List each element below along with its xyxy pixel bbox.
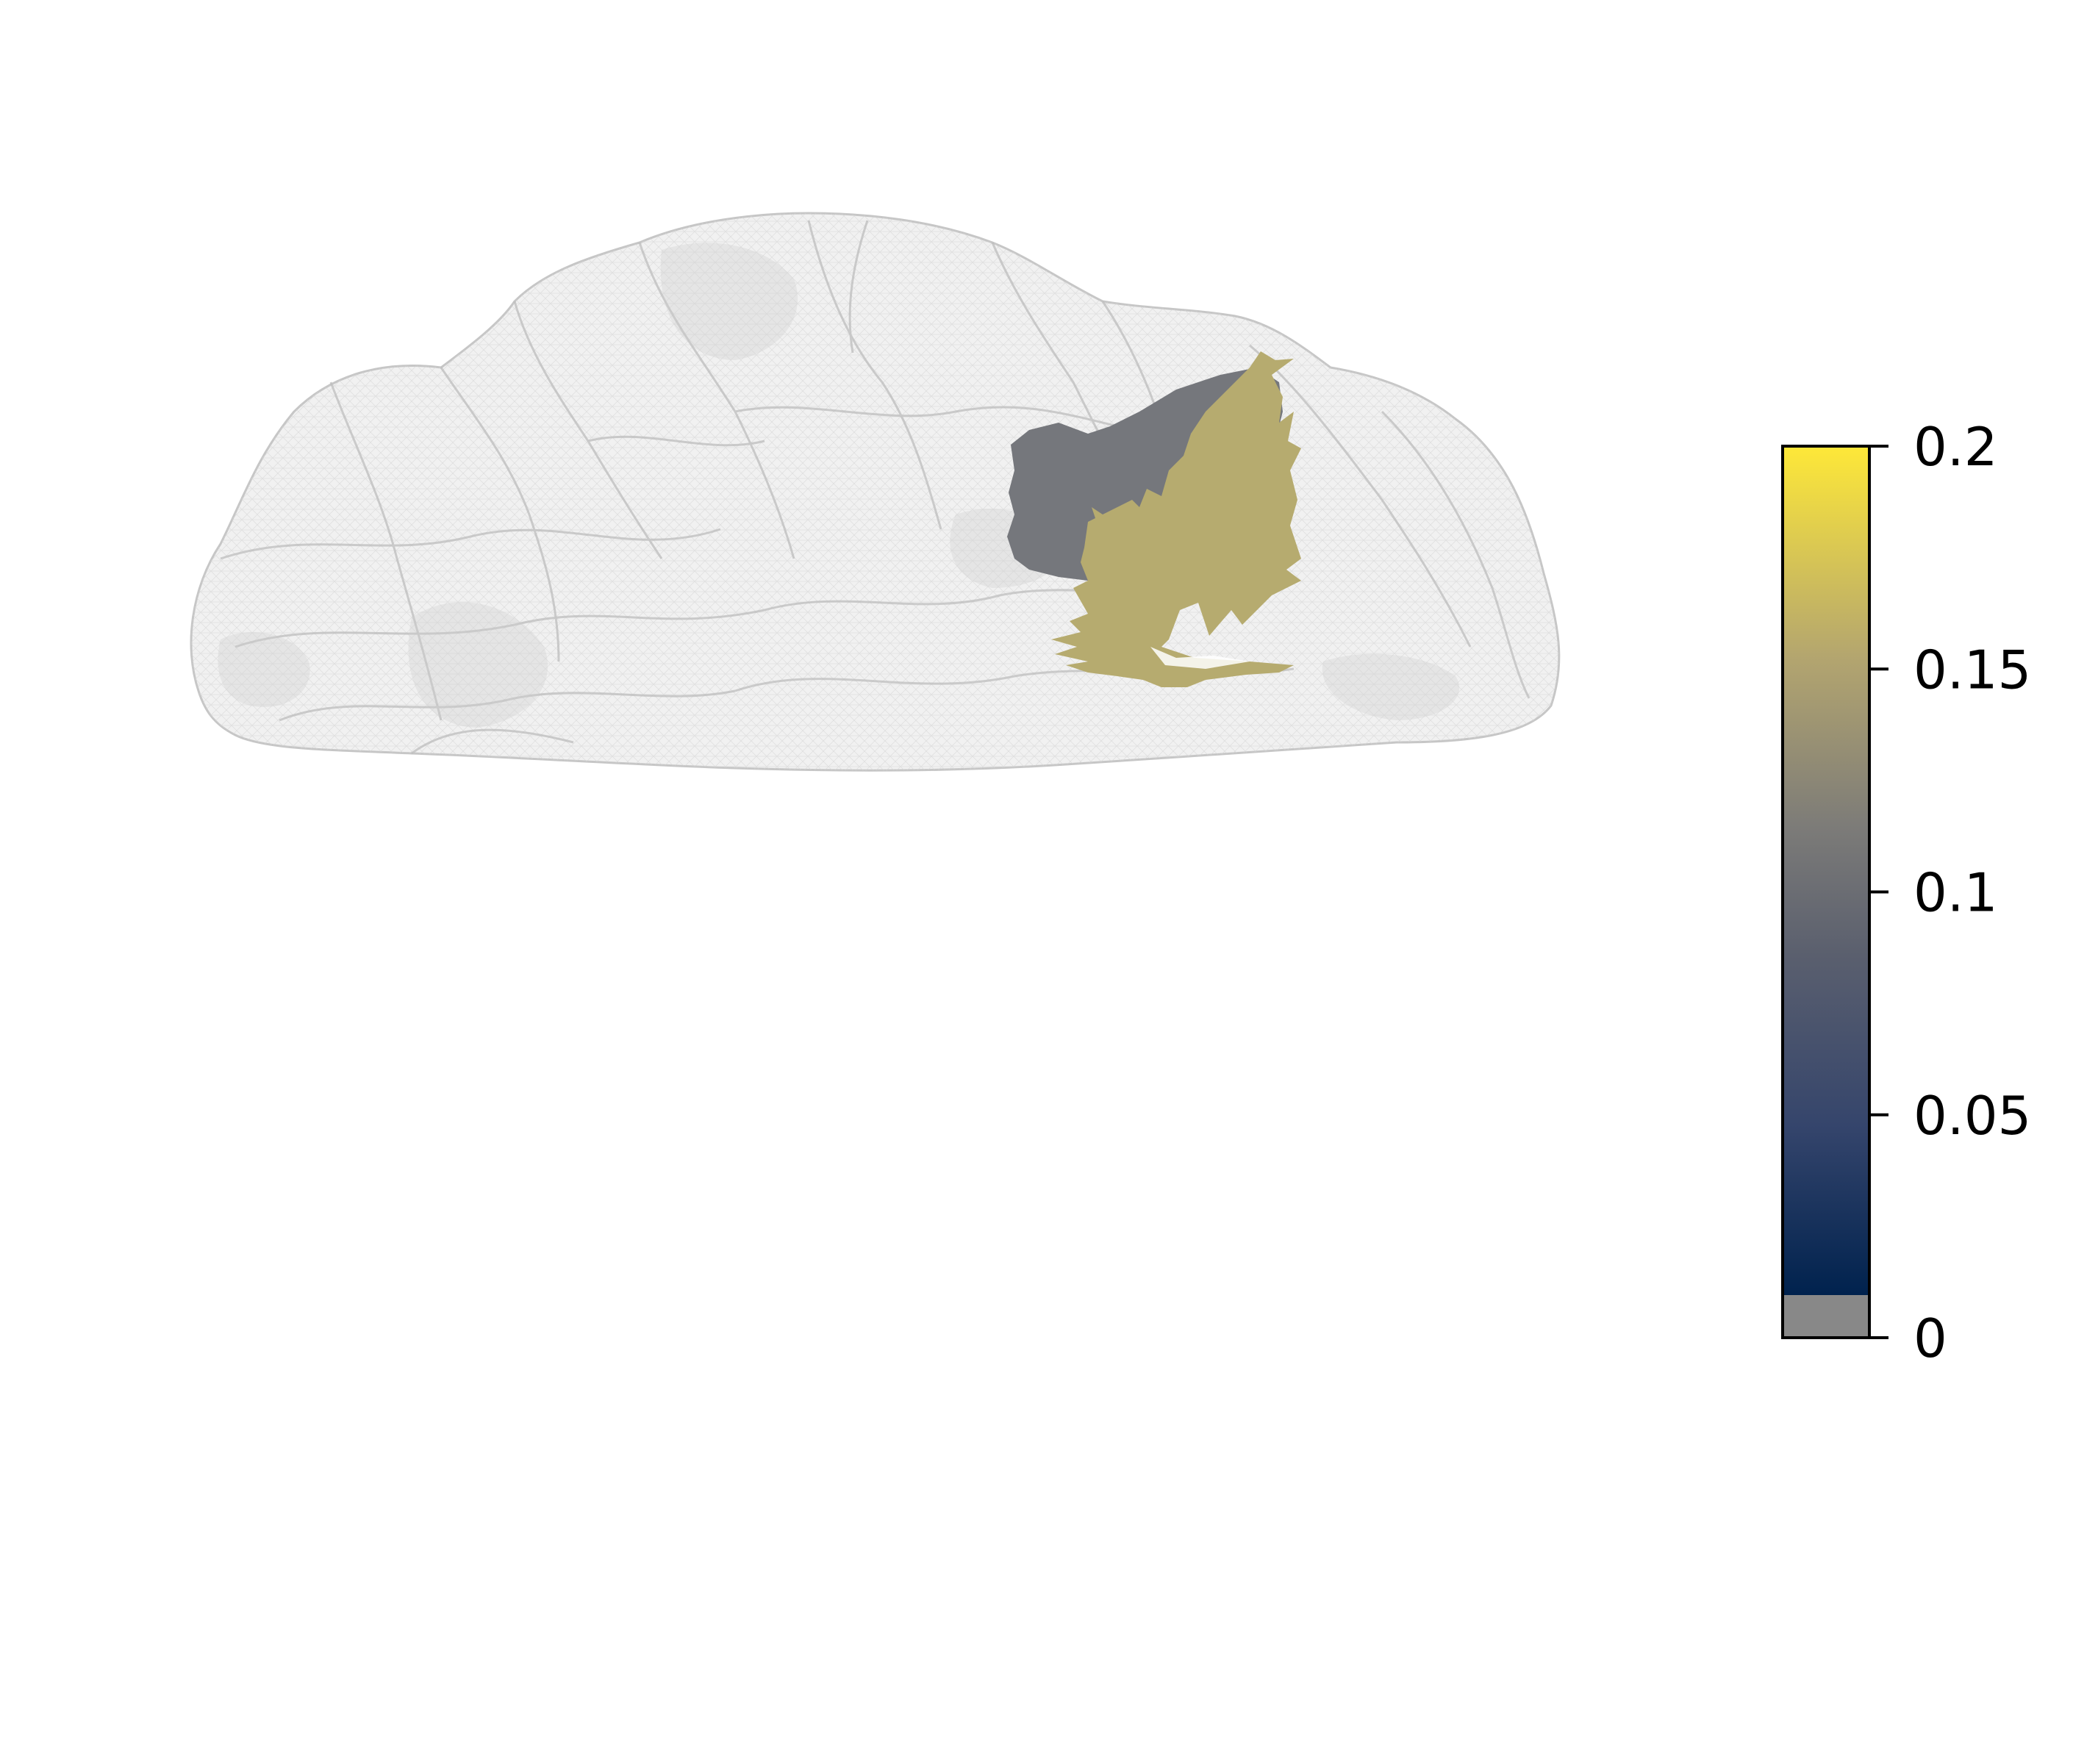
colorbar-gradient <box>1783 446 1869 1295</box>
colorbar-tick-label: 0.15 <box>1913 639 2031 700</box>
yellow-region <box>1051 351 1301 687</box>
highlight-regions <box>1007 351 1301 687</box>
colorbar-ticks: 0 0.05 0.1 0.15 0.2 <box>1869 416 2031 1369</box>
colorbar-tick-label: 0.05 <box>1913 1085 2031 1147</box>
colorbar-tick-label: 0.1 <box>1913 862 1998 924</box>
brain-mesh <box>190 212 1561 772</box>
colorbar-tick-label: 0 <box>1913 1308 1947 1369</box>
colorbar: 0 0.05 0.1 0.15 0.2 <box>1781 416 2031 1369</box>
colorbar-below-threshold <box>1783 1295 1869 1338</box>
colorbar-tick-label: 0.2 <box>1913 416 1998 478</box>
